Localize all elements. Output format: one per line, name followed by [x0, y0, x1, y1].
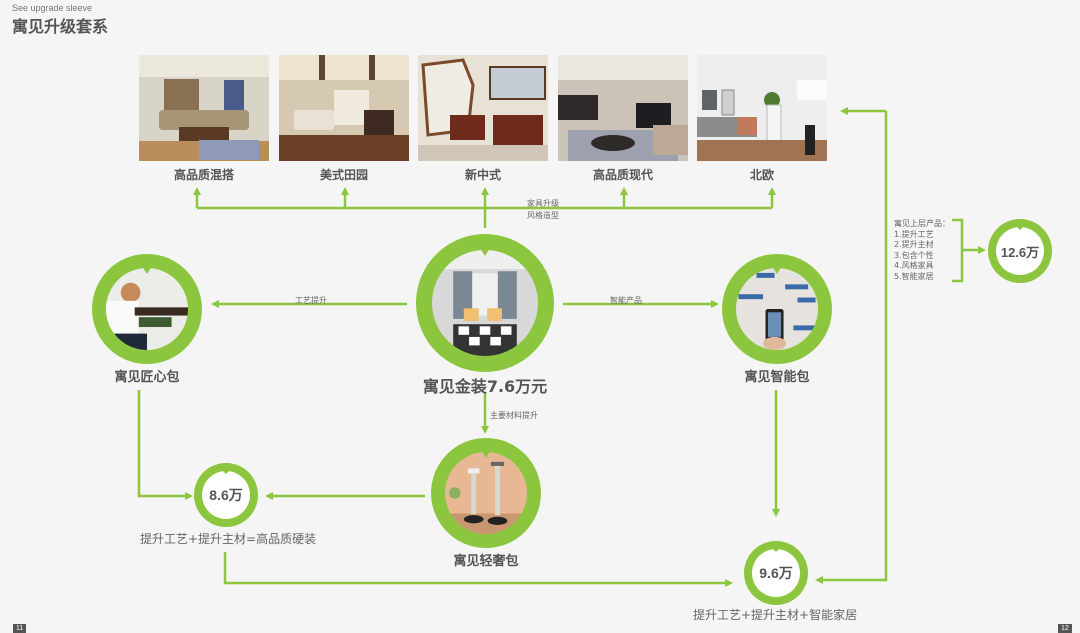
smart-package-label: 寓见智能包 [744, 370, 810, 385]
connector-label-craft-upgrade: 工艺提升 [295, 296, 327, 305]
craft-package-circle [92, 254, 202, 364]
luxury-package-label: 寓见轻奢包 [453, 554, 519, 569]
craft-package-photo [106, 268, 188, 350]
ring-notch [771, 547, 781, 552]
price-9-6-description: 提升工艺+提升主材+智能家居 [693, 608, 858, 622]
price-9-6-value: 9.6万 [759, 565, 793, 581]
upper-products-title: 寓见上层产品： [894, 219, 950, 228]
price-8-6-description: 提升工艺+提升主材=高品质硬装 [140, 532, 317, 546]
upper-product-item: 5.智能家居 [894, 271, 934, 281]
ring-notch [221, 469, 231, 474]
connector-label-furniture-upgrade: 家具升级 [527, 199, 559, 208]
page-subtitle: See upgrade sleeve [12, 3, 93, 13]
ring-notch [1015, 225, 1025, 230]
smart-package-photo [736, 268, 818, 350]
upper-products-list: 寓见上层产品： 1.提升工艺 2.提升主材 3.包含个性 4.风格家具 5.智能… [894, 219, 950, 282]
style-label-new-chinese: 新中式 [464, 168, 501, 182]
ring-notch [142, 266, 152, 274]
page-number-right: 12 [1058, 624, 1072, 633]
page-number-left: 11 [13, 624, 27, 633]
price-9-6-circle: 9.6万 [744, 541, 808, 605]
connector-label-style-shape: 风格造型 [527, 211, 559, 220]
price-8-6-value: 8.6万 [209, 487, 243, 503]
center-package-circle [416, 234, 554, 372]
style-photo-nordic [697, 55, 827, 161]
center-package-photo [432, 250, 538, 356]
center-package-label: 寓见金装7.6万元 [422, 377, 548, 396]
upper-product-item: 3.包含个性 [894, 250, 934, 260]
upper-product-item: 4.风格家具 [894, 261, 934, 270]
ring-notch [772, 266, 782, 274]
style-photo-new-chinese [418, 55, 548, 161]
style-label-american: 美式田园 [319, 168, 368, 182]
upper-product-item: 1.提升工艺 [894, 229, 934, 239]
style-label-modern: 高品质现代 [592, 168, 653, 182]
ring-notch [481, 450, 491, 458]
ring-notch [480, 248, 490, 256]
style-label-nordic: 北欧 [749, 168, 774, 182]
page-title: 寓见升级套系 [12, 17, 109, 36]
style-photo-american [279, 55, 409, 161]
price-12-6-value: 12.6万 [1000, 244, 1040, 260]
luxury-package-circle [431, 438, 541, 548]
price-8-6-circle: 8.6万 [194, 463, 258, 527]
luxury-package-photo [445, 452, 527, 534]
craft-package-label: 寓见匠心包 [114, 370, 180, 385]
connector-label-smart-products: 智能产品 [610, 296, 642, 305]
connector-label-material-upgrade: 主要材料提升 [490, 411, 538, 420]
style-photo-mixed [139, 55, 269, 161]
smart-package-circle [722, 254, 832, 364]
style-photo-modern [558, 55, 688, 161]
price-12-6-circle: 12.6万 [988, 219, 1052, 283]
style-label-mixed: 高品质混搭 [173, 168, 234, 182]
upper-product-item: 2.提升主材 [894, 240, 934, 249]
